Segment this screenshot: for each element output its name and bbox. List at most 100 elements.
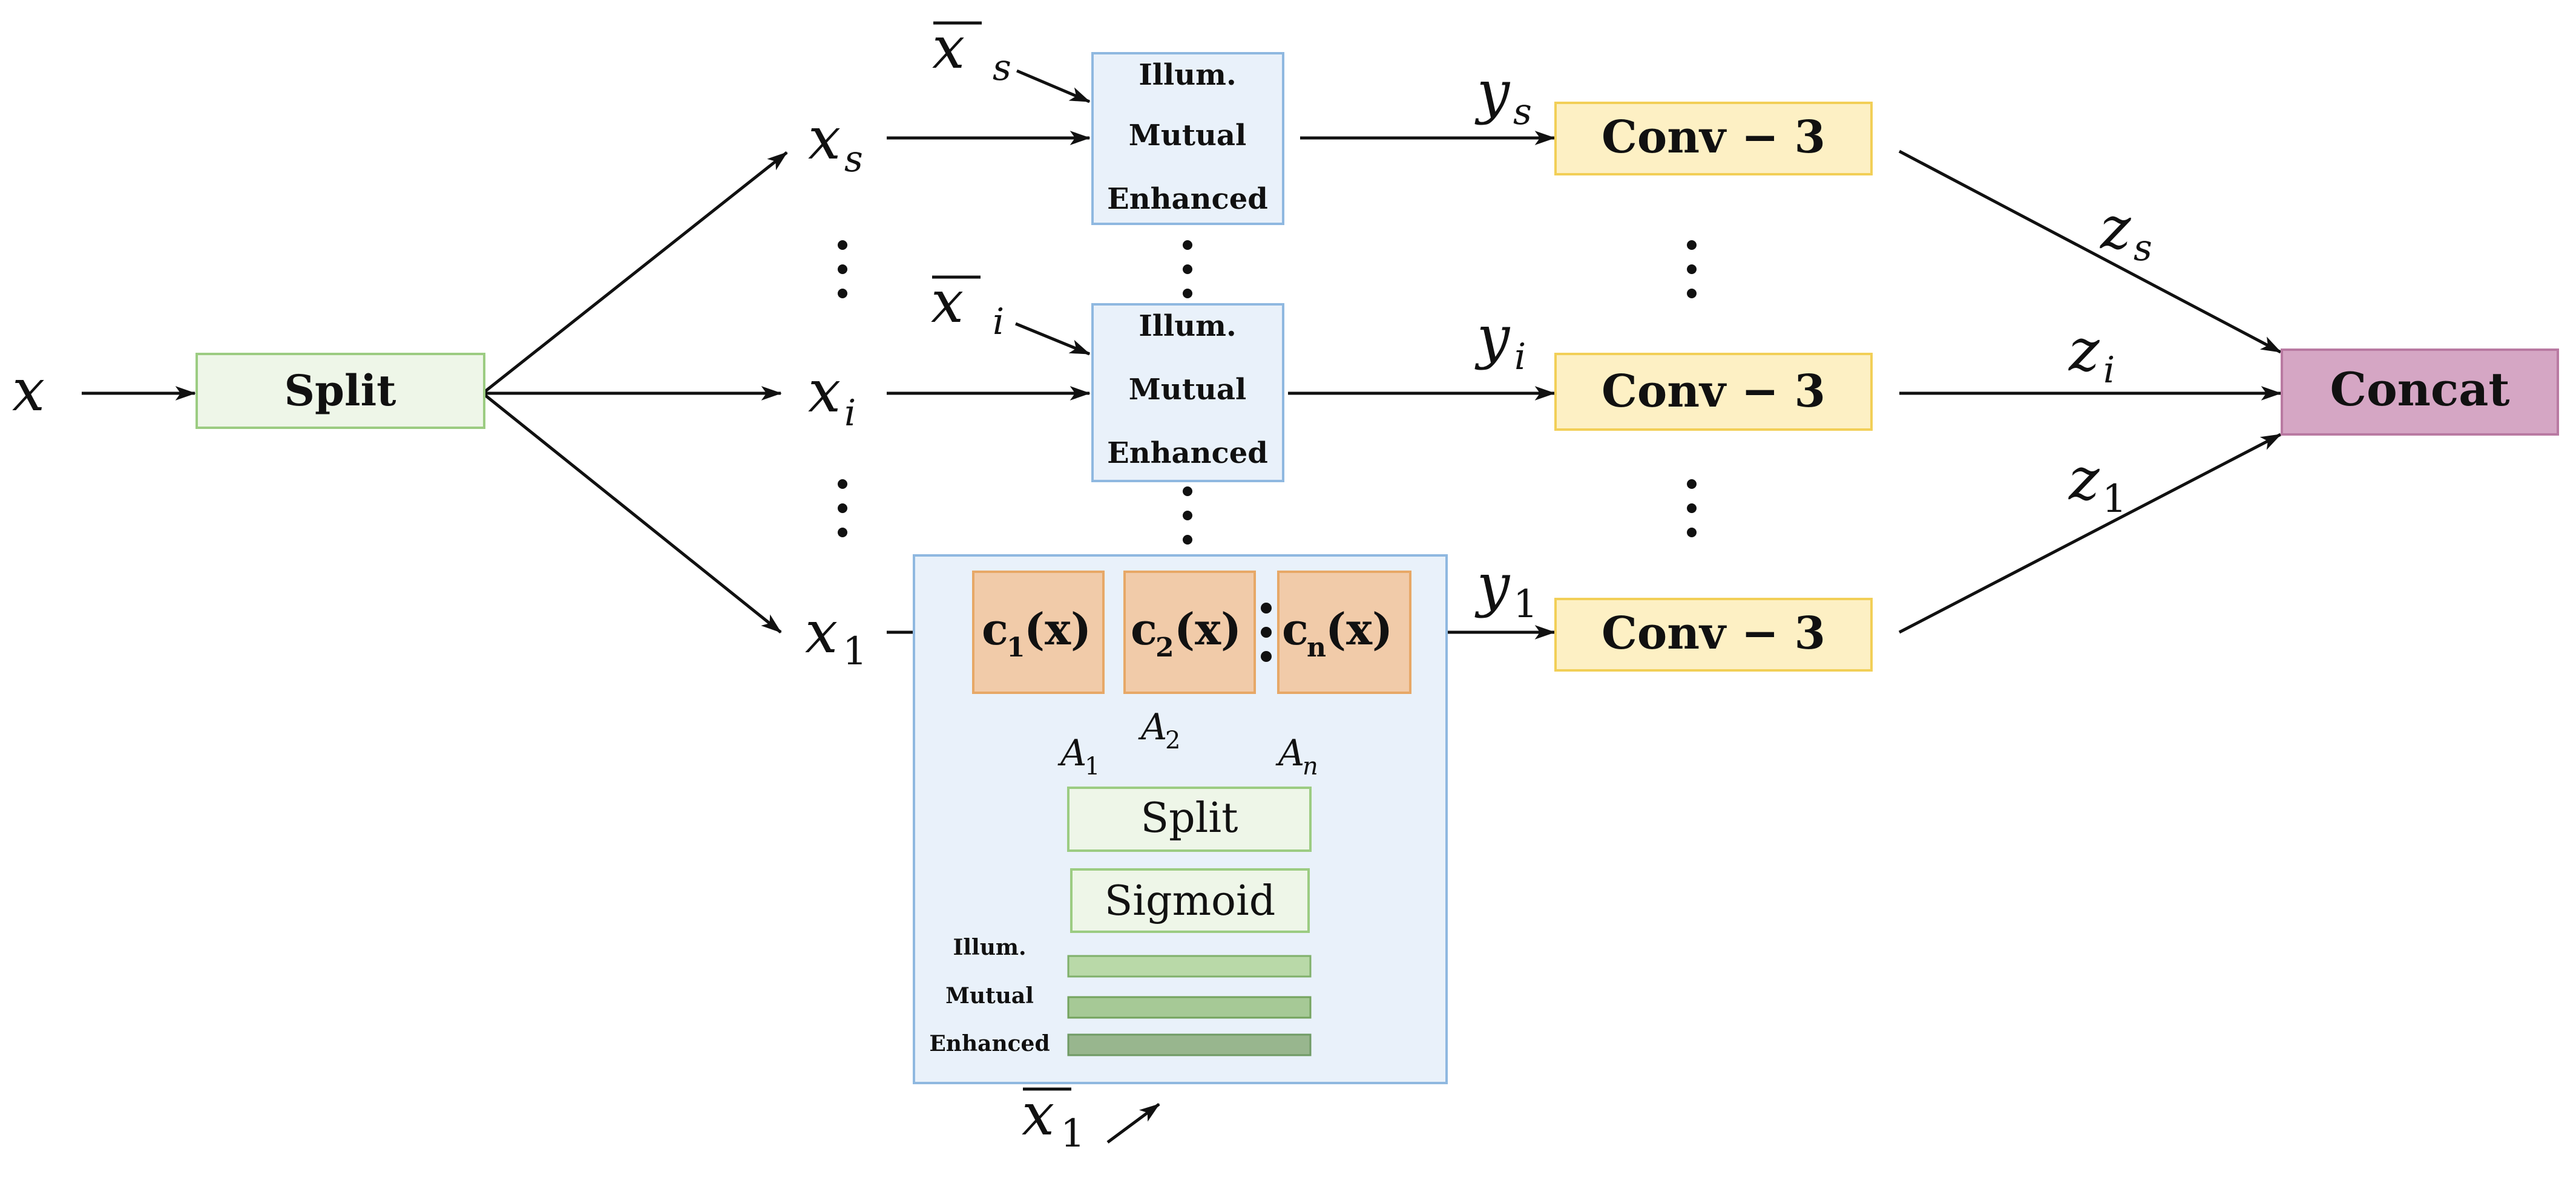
label-xbar-1: x 1	[1022, 1081, 1085, 1156]
label-a2: A 2	[1138, 706, 1180, 754]
conv-block-1: Conv − 3	[1554, 598, 1873, 672]
label-yi: y i	[1474, 303, 1526, 378]
svg-text:Conv − 3: Conv − 3	[1602, 111, 1825, 163]
svg-text:x: x	[932, 14, 965, 82]
svg-text:s: s	[993, 47, 1011, 89]
label-an: A n	[1275, 732, 1318, 780]
svg-text:c: c	[1282, 603, 1309, 655]
svg-text:Enhanced: Enhanced	[929, 1031, 1050, 1056]
ime-expanded-panel: c 1 (x) c 2 (x) c n (x) A 1 A 2 A	[913, 554, 1448, 1084]
svg-text:2: 2	[1155, 632, 1174, 663]
label-x1: x 1	[805, 598, 867, 674]
svg-text:Enhanced: Enhanced	[1107, 436, 1268, 470]
ime-legend-labels: Illum. Mutual Enhanced	[929, 935, 1050, 1056]
svg-text:s: s	[844, 138, 863, 180]
ime-legend-bars	[1067, 955, 1312, 1056]
svg-text:1: 1	[1513, 582, 1538, 627]
svg-text:(x): (x)	[1024, 603, 1091, 655]
svg-text:y: y	[1474, 58, 1511, 126]
arrow-conv-1-to-concat	[1898, 433, 2282, 634]
svg-text:Mutual: Mutual	[1129, 373, 1246, 407]
svg-text:i: i	[993, 301, 1004, 343]
sigmoid-block: Sigmoid	[1070, 868, 1310, 933]
svg-text:x: x	[12, 356, 45, 424]
svg-text:Illum.: Illum.	[1138, 309, 1236, 343]
svg-text:Split: Split	[284, 365, 396, 416]
svg-text:Concat: Concat	[2330, 362, 2509, 416]
label-y1: y 1	[1474, 551, 1538, 627]
svg-text:1: 1	[843, 629, 867, 674]
svg-text:A: A	[1275, 732, 1304, 774]
svg-text:(x): (x)	[1174, 603, 1241, 655]
svg-text:x: x	[805, 598, 838, 666]
svg-text:Conv − 3: Conv − 3	[1602, 365, 1825, 417]
label-z1: z 1	[2068, 445, 2127, 522]
svg-text:2: 2	[1165, 727, 1180, 754]
ime-block-i: Illum. Mutual Enhanced	[1091, 303, 1284, 482]
svg-text:Mutual: Mutual	[1129, 119, 1246, 152]
label-zs: z s	[2100, 194, 2152, 269]
label-a1: A 1	[1057, 732, 1100, 780]
input-x: x	[12, 356, 45, 424]
svg-text:z: z	[2068, 445, 2100, 513]
svg-text:Split: Split	[1141, 794, 1238, 842]
svg-text:i: i	[1514, 336, 1526, 378]
svg-text:Mutual: Mutual	[945, 983, 1034, 1009]
svg-text:1: 1	[1007, 632, 1025, 663]
svg-text:n: n	[1303, 753, 1318, 780]
label-zi: z i	[2068, 316, 2115, 391]
svg-text:Illum.: Illum.	[1138, 58, 1236, 92]
svg-text:x: x	[808, 105, 841, 172]
label-xs: x s	[808, 105, 863, 180]
conv-block-s: Conv − 3	[1554, 102, 1873, 175]
c1-block: c 1 (x)	[972, 571, 1105, 694]
svg-text:Conv − 3: Conv − 3	[1602, 607, 1825, 659]
arrow-split-to-x1	[483, 393, 782, 633]
split-block: Split	[196, 353, 485, 429]
cn-block: c n (x)	[1277, 571, 1411, 694]
ellipsis-x-column	[838, 240, 847, 537]
svg-text:1: 1	[1085, 753, 1100, 780]
label-ys: y s	[1474, 58, 1532, 133]
ellipsis-ime-column	[1183, 240, 1192, 545]
ellipsis-c-blocks	[1261, 603, 1272, 662]
svg-text:x: x	[931, 268, 964, 336]
svg-text:Illum.: Illum.	[953, 935, 1027, 960]
arrow-split-to-xs	[483, 151, 788, 393]
label-xbar-i: x i	[931, 268, 1004, 343]
arrow-xbar-1	[1106, 1102, 1160, 1144]
svg-text:1: 1	[1060, 1111, 1085, 1156]
c2-block: c 2 (x)	[1123, 571, 1256, 694]
svg-text:(x): (x)	[1326, 603, 1393, 655]
arrow-conv-s-to-concat	[1898, 149, 2282, 354]
svg-text:A: A	[1057, 732, 1086, 774]
svg-text:y: y	[1474, 303, 1511, 371]
svg-text:c: c	[982, 603, 1008, 655]
svg-text:c: c	[1131, 603, 1157, 655]
svg-text:y: y	[1474, 551, 1511, 619]
svg-text:s: s	[2134, 227, 2152, 269]
arrow-xbar-i	[1015, 322, 1091, 356]
svg-text:1: 1	[2102, 477, 2127, 522]
concat-block: Concat	[2281, 349, 2559, 436]
svg-text:z: z	[2068, 316, 2100, 384]
svg-text:n: n	[1307, 632, 1326, 663]
svg-text:x: x	[1022, 1081, 1054, 1148]
svg-text:i: i	[2103, 349, 2115, 391]
svg-text:x: x	[808, 358, 841, 425]
ime-block-s: Illum. Mutual Enhanced	[1091, 52, 1284, 225]
svg-text:A: A	[1138, 706, 1167, 748]
label-xbar-s: x s	[932, 14, 1011, 89]
conv-block-i: Conv − 3	[1554, 353, 1873, 431]
arrow-xbar-s	[1016, 69, 1091, 103]
inner-split-block: Split	[1067, 787, 1312, 852]
svg-text:Sigmoid: Sigmoid	[1105, 877, 1276, 925]
label-xi: x i	[808, 358, 856, 434]
svg-text:z: z	[2100, 194, 2132, 262]
svg-text:i: i	[844, 392, 856, 434]
svg-text:Enhanced: Enhanced	[1107, 182, 1268, 216]
ellipsis-conv-column	[1687, 240, 1697, 537]
svg-text:s: s	[1513, 91, 1532, 133]
